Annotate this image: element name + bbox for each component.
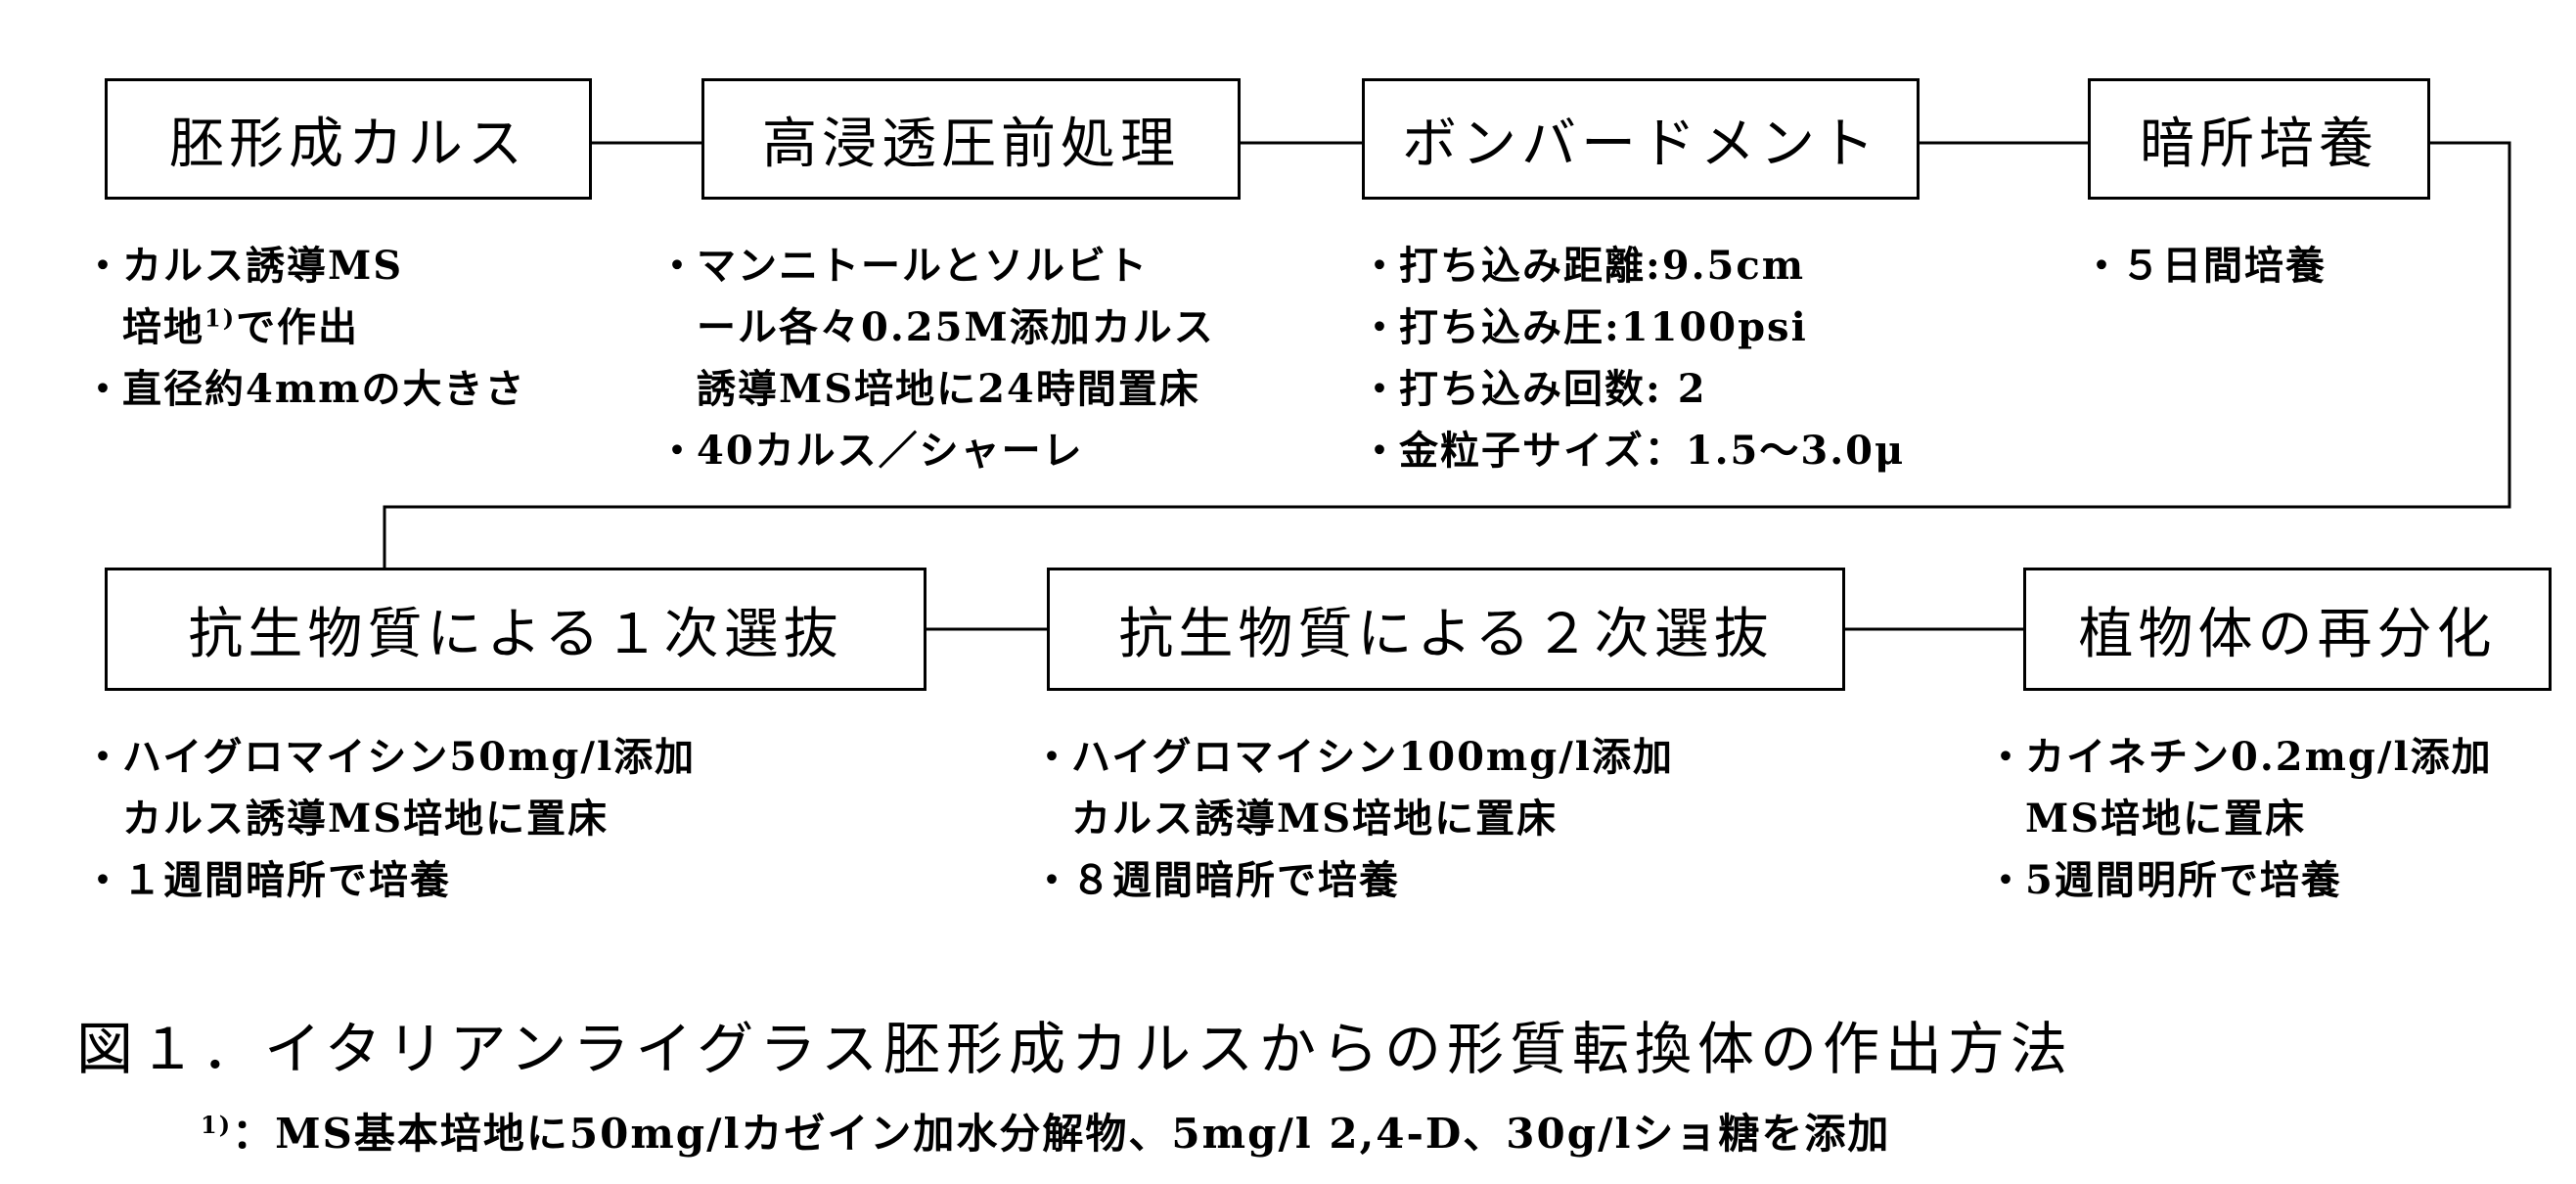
note-item: 直径約4mmの大きさ (83, 358, 525, 420)
step-box-osmotic-pretreatment: 高浸透圧前処理 (701, 78, 1241, 200)
note-item: ５日間培養 (2082, 235, 2327, 296)
connector-4-5 (383, 141, 2511, 568)
note-item: １週間暗所で培養 (83, 849, 696, 911)
footnote-text: ：MS基本培地に50mg/lカゼイン加水分解物、5mg/l 2,4-D、30g/… (232, 1110, 1891, 1158)
notes-dark-culture: ５日間培養 (2082, 235, 2327, 296)
footnote-marker: 1) (204, 303, 237, 333)
note-item: ８週間暗所で培養 (1032, 849, 1674, 911)
step-box-dark-culture: 暗所培養 (2088, 78, 2430, 200)
footnote-marker: 1) (201, 1111, 233, 1139)
step-box-second-selection: 抗生物質による２次選抜 (1047, 568, 1845, 691)
step-box-embryogenic-callus: 胚形成カルス (105, 78, 592, 200)
note-item: 打ち込み圧:1100psi (1360, 296, 1905, 358)
note-item: 40カルス／シャーレ (657, 420, 1215, 481)
note-item: 打ち込み距離:9.5cm (1360, 235, 1905, 296)
note-item: 5週間明所で培養 (1986, 849, 2493, 911)
notes-bombardment: 打ち込み距離:9.5cm 打ち込み圧:1100psi 打ち込み回数: 2 金粒子… (1360, 235, 1905, 481)
step-box-bombardment: ボンバードメント (1362, 78, 1920, 200)
step-box-first-selection: 抗生物質による１次選抜 (105, 568, 926, 691)
note-item: 金粒子サイズ：1.5～3.0μ (1360, 420, 1905, 481)
step-box-plant-regeneration: 植物体の再分化 (2023, 568, 2552, 691)
figure-footnote: 1)：MS基本培地に50mg/lカゼイン加水分解物、5mg/l 2,4-D、30… (201, 1101, 1890, 1161)
figure-caption: 図１．イタリアンライグラス胚形成カルスからの形質転換体の作出方法 (76, 1016, 2074, 1082)
note-item: 打ち込み回数: 2 (1360, 358, 1905, 420)
